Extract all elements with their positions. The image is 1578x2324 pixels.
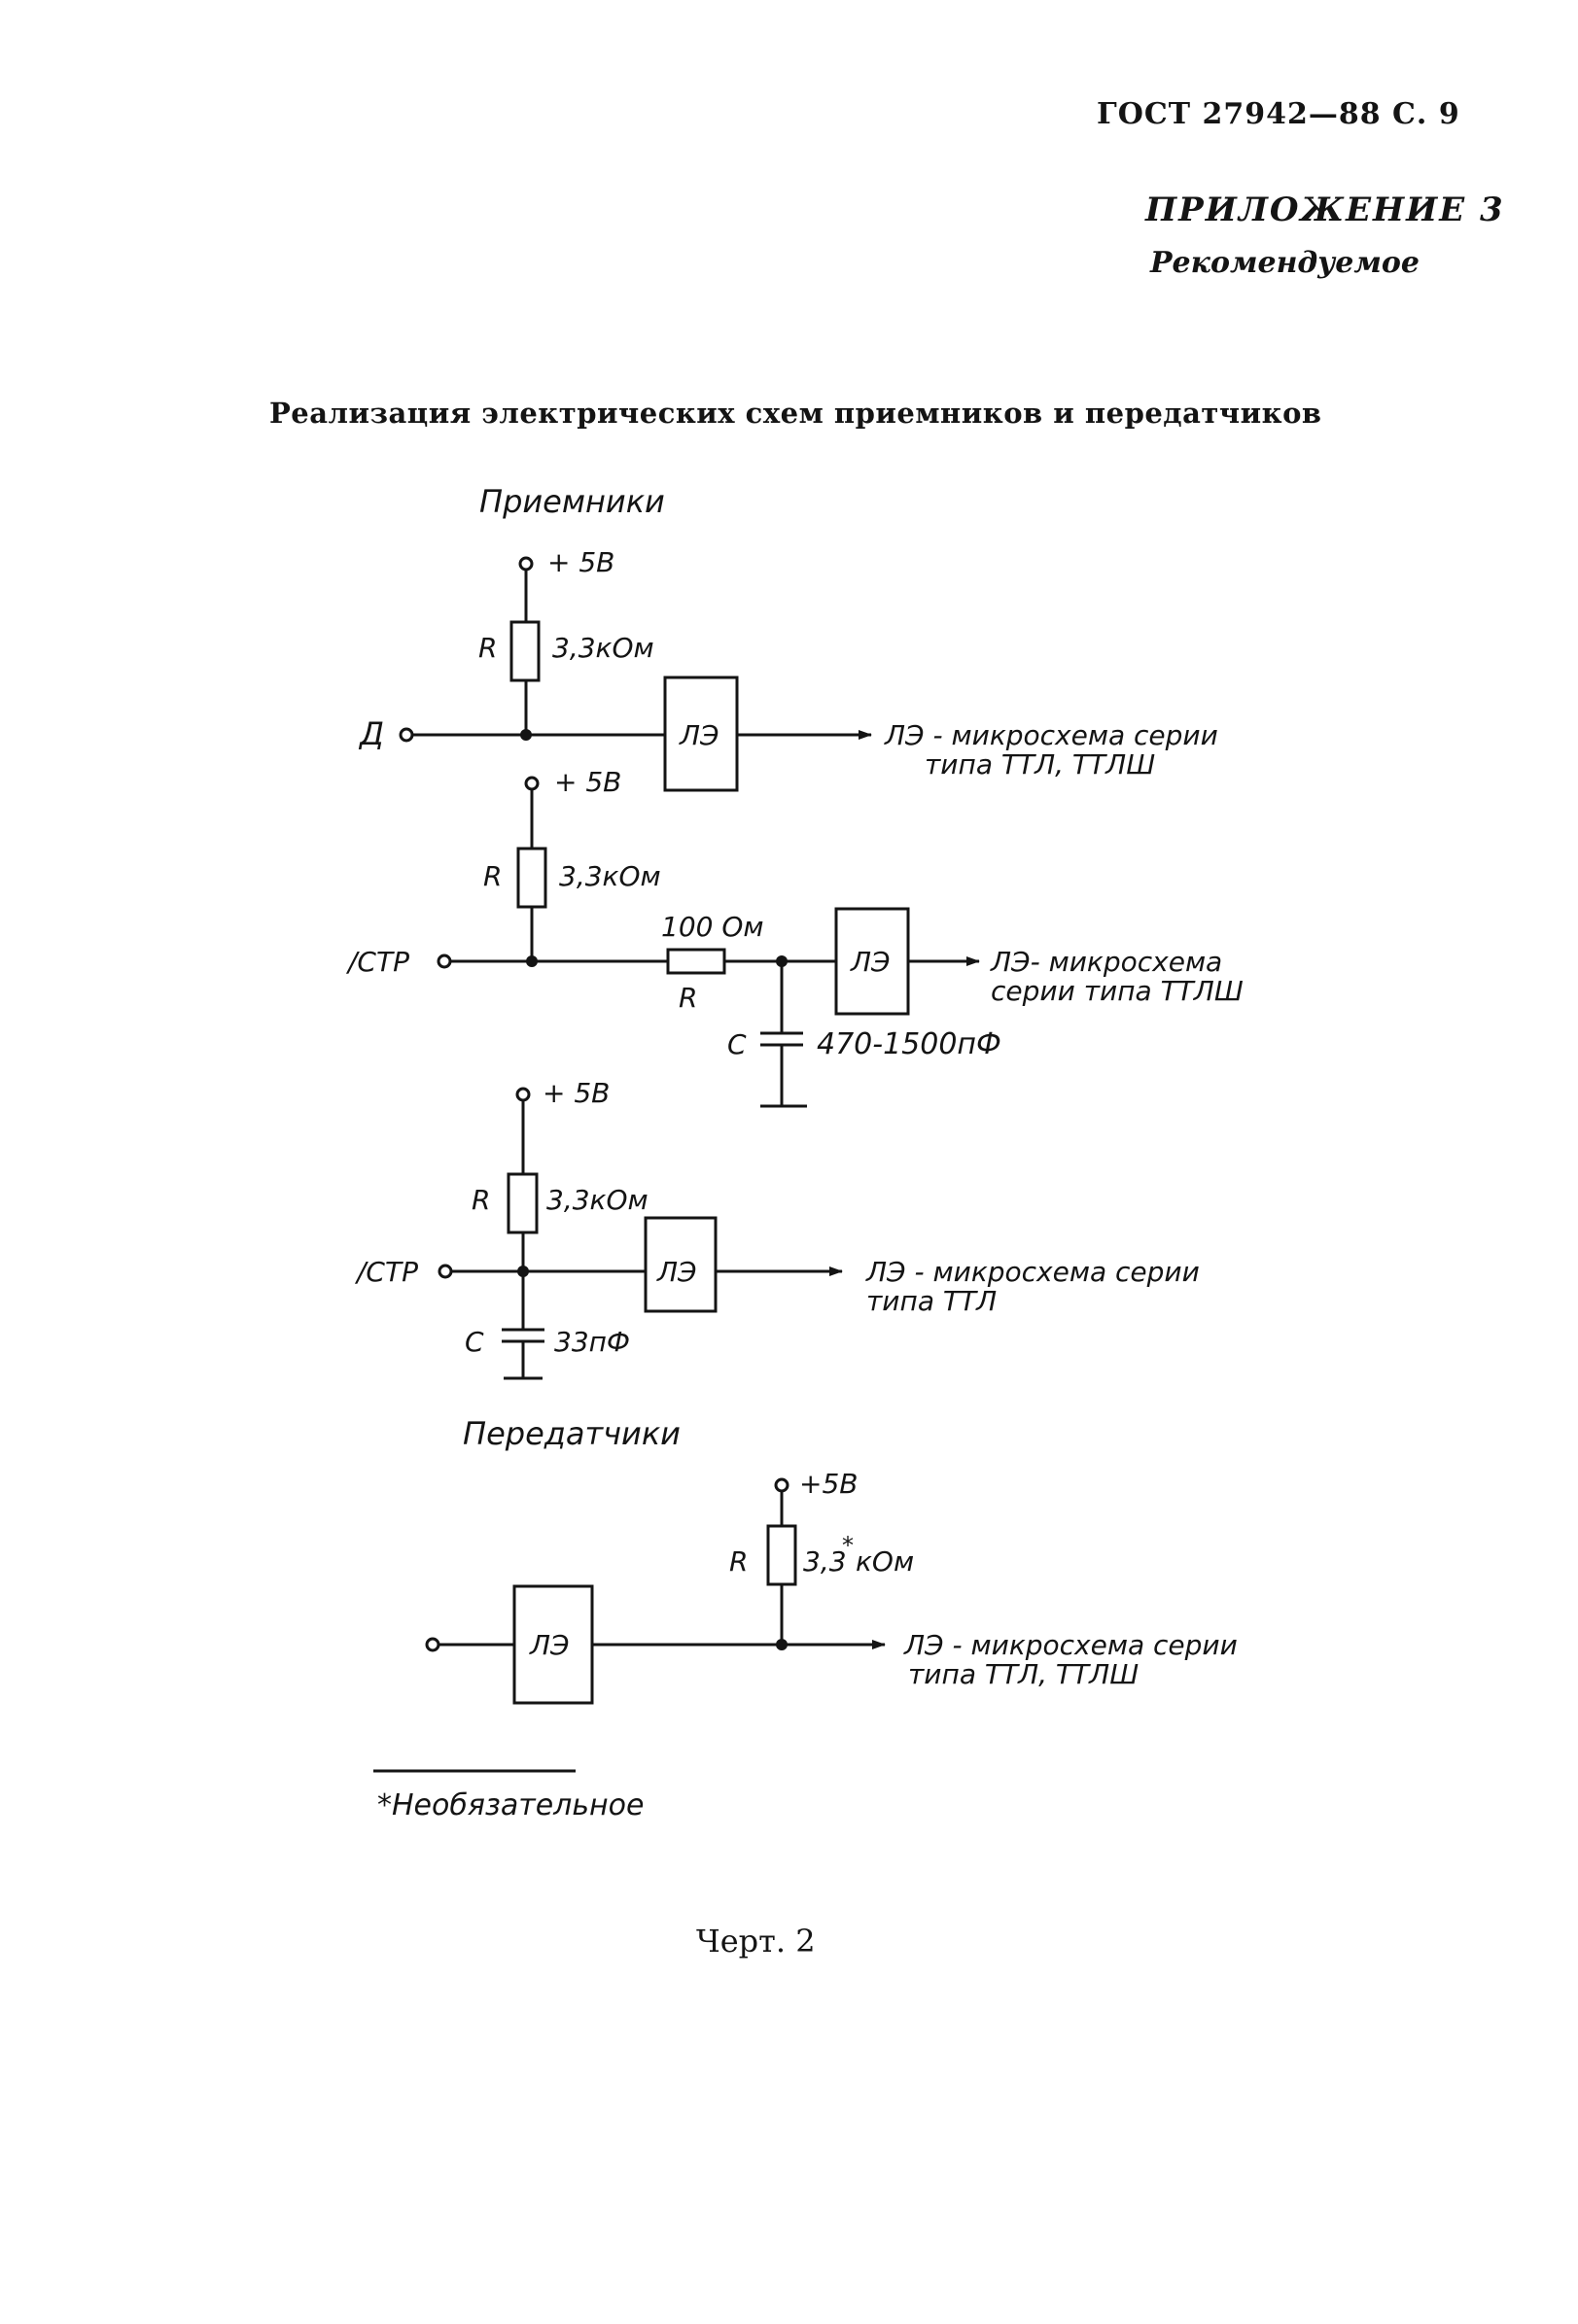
supply-label: + 5В <box>554 766 621 798</box>
pullup-resistor <box>516 847 547 909</box>
supply-terminal <box>515 1087 531 1102</box>
capacitor-value: 470-1500пФ <box>817 1027 1001 1061</box>
footnote-text: *Необязательное <box>377 1788 644 1822</box>
resistor-name: R <box>472 1184 490 1216</box>
logic-element-label: ЛЭ <box>529 1629 570 1661</box>
transmitter-circuit: +5В R 3,3 * кОм ЛЭ ЛЭ - микросхема серии… <box>425 1468 1238 1705</box>
page-title: Реализация электрических схем приемников… <box>269 397 1322 430</box>
resistor-value: 3,3кОм <box>552 632 654 664</box>
supply-label: +5В <box>799 1468 858 1500</box>
supply-terminal <box>524 776 540 791</box>
input-label: /СТР <box>354 1256 418 1288</box>
junction-node <box>776 1639 788 1650</box>
junction-node <box>526 955 538 967</box>
transmitters-section-label: Передатчики <box>463 1415 681 1452</box>
supply-label: + 5В <box>547 546 614 578</box>
logic-element-label: ЛЭ <box>679 719 719 751</box>
pullup-resistor <box>766 1524 797 1586</box>
optional-asterisk: * <box>842 1532 854 1559</box>
document-header: ГОСТ 27942—88 С. 9 <box>1097 97 1460 131</box>
series-resistor-value: 100 Ом <box>661 911 764 943</box>
receiver-circuit-2: + 5В R 3,3кОм /СТР 100 Ом R С 470-1500пФ… <box>345 766 1244 1108</box>
appendix-status: Рекомендуемое <box>1150 246 1420 280</box>
output-description-line1: ЛЭ - микросхема серии <box>865 1256 1200 1288</box>
output-description-line1: ЛЭ - микросхема серии <box>903 1629 1238 1661</box>
output-description-line2: типа ТТЛ, ТТЛШ <box>925 748 1155 780</box>
resistor-value-a: 3,3 <box>803 1545 847 1578</box>
resistor-name: R <box>483 860 502 892</box>
appendix-title: ПРИЛОЖЕНИЕ 3 <box>1145 191 1505 229</box>
capacitor-name: С <box>465 1326 484 1358</box>
pullup-resistor <box>509 620 541 682</box>
receivers-section-label: Приемники <box>479 483 665 520</box>
pullup-resistor <box>507 1172 539 1234</box>
logic-element-label: ЛЭ <box>656 1256 697 1288</box>
series-resistor-name: R <box>679 982 697 1014</box>
input-terminal <box>425 1637 440 1652</box>
logic-element-box <box>663 676 739 792</box>
input-label: Д <box>358 715 384 752</box>
capacitor-value: 33пФ <box>554 1326 630 1358</box>
receiver-circuit-1: + 5В R 3,3кОм Д ЛЭ ЛЭ - микросхема серии… <box>358 546 1218 792</box>
capacitor-name: С <box>727 1028 747 1060</box>
supply-label: + 5В <box>543 1077 610 1109</box>
series-resistor <box>666 948 726 975</box>
logic-element-box <box>512 1584 594 1705</box>
output-description-line1: ЛЭ - микросхема серии <box>884 719 1218 751</box>
output-description-line2: серии типа ТТЛШ <box>991 975 1244 1007</box>
resistor-name: R <box>729 1545 748 1578</box>
receiver-circuit-3: + 5В R 3,3кОм /СТР С 33пФ ЛЭ ЛЭ - микрос… <box>354 1077 1200 1380</box>
input-terminal <box>438 1264 453 1279</box>
logic-element-box <box>834 907 910 1016</box>
resistor-value: 3,3кОм <box>546 1184 649 1216</box>
input-label: /СТР <box>345 946 409 978</box>
figure-caption: Черт. 2 <box>696 1923 816 1960</box>
resistor-value: 3,3кОм <box>559 860 661 892</box>
supply-terminal <box>774 1477 789 1493</box>
logic-element-box <box>644 1216 718 1313</box>
supply-terminal <box>518 556 534 572</box>
logic-element-label: ЛЭ <box>850 946 891 978</box>
input-terminal <box>437 954 452 969</box>
junction-node <box>520 729 532 741</box>
output-description-line2: типа ТТЛ <box>866 1285 997 1317</box>
resistor-value-b: кОм <box>856 1545 914 1578</box>
output-description-line2: типа ТТЛ, ТТЛШ <box>908 1658 1139 1690</box>
input-terminal <box>399 727 414 743</box>
resistor-name: R <box>478 632 497 664</box>
output-description-line1: ЛЭ- микросхема <box>990 946 1222 978</box>
